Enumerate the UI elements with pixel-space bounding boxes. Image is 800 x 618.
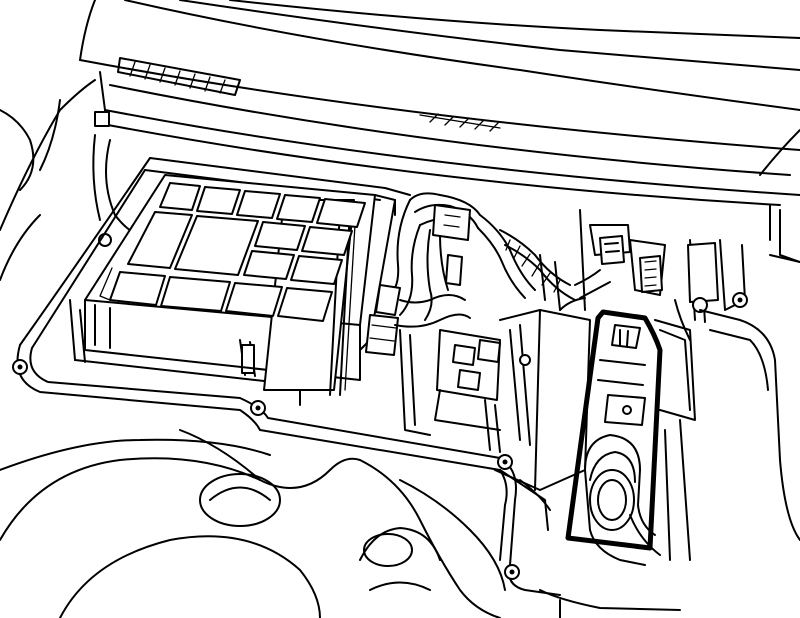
cabin-air-filter: [84, 174, 396, 396]
lower-engine: [0, 429, 681, 618]
wiring-harness: [365, 192, 611, 356]
highlighted-module: [565, 309, 663, 551]
cowl-panel: [79, 0, 800, 263]
intake-hose: [584, 434, 661, 566]
relay-bracket: [399, 309, 591, 531]
right-side-assembly: [579, 209, 800, 561]
